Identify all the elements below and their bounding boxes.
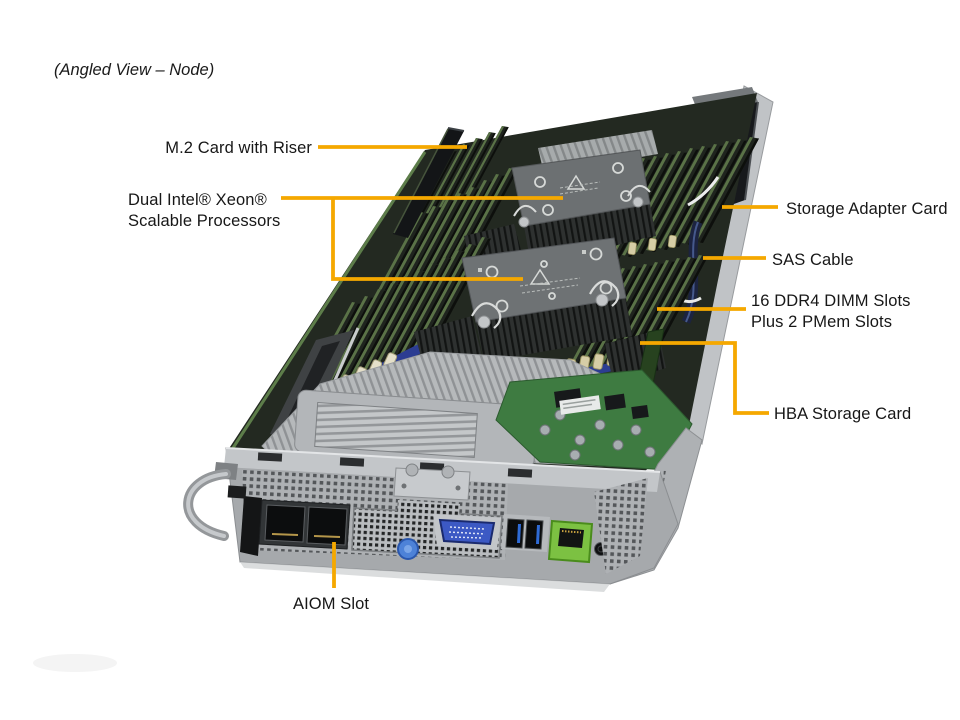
callout-label-dimm-line2: Plus 2 PMem Slots xyxy=(751,313,893,331)
callout-line-hba xyxy=(640,341,769,415)
callout-label-cpu-line2: Scalable Processors xyxy=(128,212,281,230)
callout-label-dimm: 16 DDR4 DIMM Slots Plus 2 PMem Slots xyxy=(751,291,911,333)
callout-label-hba: HBA Storage Card xyxy=(774,405,912,423)
sfp-ports xyxy=(258,499,351,550)
label-sticker xyxy=(559,395,601,415)
page-title: (Angled View – Node) xyxy=(54,61,215,79)
heatsink-markings xyxy=(534,162,632,216)
rail-connectors xyxy=(257,452,533,478)
front-mesh-right xyxy=(594,478,648,574)
chip xyxy=(604,393,626,411)
vga-port xyxy=(433,514,501,550)
heatsink-markings xyxy=(485,247,613,313)
callout-label-cpu-line1: Dual Intel® Xeon® xyxy=(128,191,267,209)
front-panel xyxy=(183,447,679,592)
watermark xyxy=(33,654,117,672)
callout-label-m2: M.2 Card with Riser xyxy=(165,139,312,157)
capacitors xyxy=(539,409,656,461)
board-edge xyxy=(231,151,427,449)
usb-ports xyxy=(501,514,550,552)
callout-label-aiom: AIOM Slot xyxy=(293,595,370,613)
callout-label-sas: SAS Cable xyxy=(772,251,854,269)
pcb-front-area xyxy=(495,369,693,471)
lan-port xyxy=(547,519,594,564)
callout-line-cpu xyxy=(281,196,563,281)
pull-handle xyxy=(183,462,238,541)
thumbscrew xyxy=(397,538,419,560)
heatsink-shield-window xyxy=(314,401,478,459)
callout-label-dimm-line1: 16 DDR4 DIMM Slots xyxy=(751,292,911,310)
latch-lever xyxy=(240,496,262,556)
chip xyxy=(631,404,649,420)
callout-lines xyxy=(281,145,778,588)
callout-label-cpu: Dual Intel® Xeon® Scalable Processors xyxy=(128,190,280,232)
callout-label-storage-adapter: Storage Adapter Card xyxy=(786,200,948,218)
